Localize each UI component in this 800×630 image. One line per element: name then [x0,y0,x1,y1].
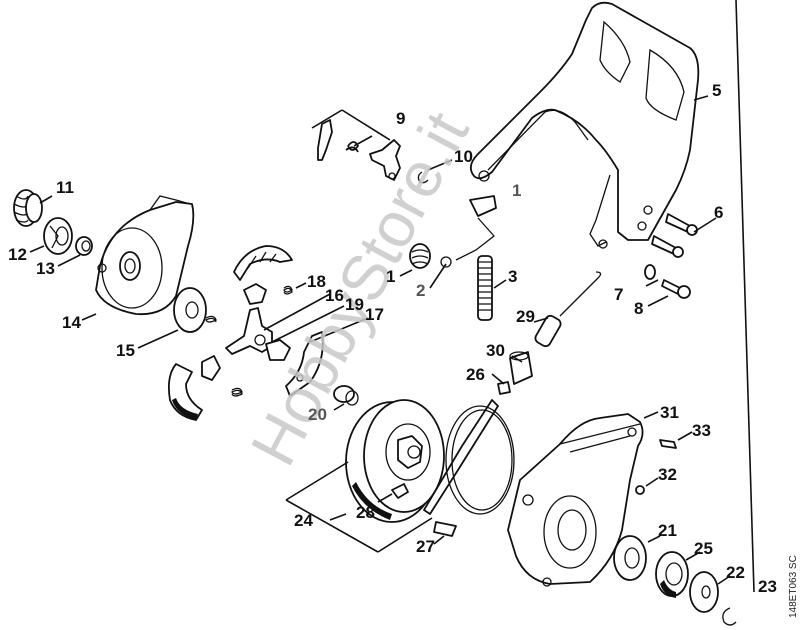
part-17-clutch-shoe-top[interactable] [233,245,293,281]
part-29-tension-spring[interactable] [534,271,602,348]
label-31: 31 [660,403,679,422]
label-17: 17 [365,305,384,324]
label-6: 6 [714,203,723,222]
part-18-clutch-spring-c[interactable] [231,387,243,397]
part-32-screw[interactable] [635,485,645,495]
part-12-washer[interactable] [43,217,73,255]
label-25: 25 [694,539,713,558]
part-15-washer[interactable] [173,287,207,333]
part-11-nut[interactable] [13,189,43,227]
drawing-code: 148ET063 SC [788,555,799,618]
label-24: 24 [294,511,313,530]
part-14-sprocket-cover[interactable] [95,195,195,316]
part-1-torsion-spring[interactable] [409,243,431,269]
label-27: 27 [416,537,435,556]
label-10: 10 [454,147,473,166]
label-11: 11 [56,178,74,197]
label-23: 23 [758,577,777,596]
label-1-left: 1 [386,267,395,286]
label-1-right: 1 [512,181,521,200]
part-19-clutch-slide-a[interactable] [243,283,267,305]
part-2-lever[interactable] [440,195,497,268]
part-33-screw[interactable] [659,439,677,449]
part-25-rim-sprocket[interactable] [655,551,689,598]
part-18-clutch-spring-b[interactable] [205,315,217,323]
part-5-hand-guard[interactable] [469,1,700,249]
label-9: 9 [396,109,405,128]
part-16-clutch-carrier[interactable] [225,307,273,355]
label-19: 19 [345,295,364,314]
part-17-clutch-shoe-left[interactable] [167,363,203,421]
part-24-clutch-drum[interactable] [345,399,445,523]
label-8: 8 [634,299,643,318]
label-5: 5 [712,81,721,100]
label-16: 16 [325,286,344,305]
part-23-e-clip[interactable] [722,607,737,626]
label-28: 28 [356,503,375,522]
label-15: 15 [116,341,135,360]
leader-lines [29,0,755,593]
part-26-sleeve[interactable] [497,381,511,395]
part-3-compression-spring[interactable] [477,255,493,321]
label-20: 20 [308,405,327,424]
label-13: 13 [36,259,55,278]
label-32: 32 [658,465,677,484]
part-17-clutch-shoe-right[interactable] [285,331,324,397]
part-9-lever-set[interactable] [317,119,401,181]
brake-band[interactable] [423,399,515,515]
part-20-needle-cage[interactable] [333,385,359,406]
part-7-washer[interactable] [644,264,656,280]
label-3: 3 [508,267,517,286]
part-21-washer[interactable] [613,535,647,581]
part-18-clutch-spring[interactable] [283,285,293,295]
part-31-brake-housing[interactable] [507,413,644,587]
label-12: 12 [8,245,27,264]
part-27-pin[interactable] [433,521,457,537]
label-33: 33 [692,421,711,440]
label-30: 30 [486,341,505,360]
part-19-clutch-slide-b[interactable] [265,339,291,361]
part-19-clutch-slide-c[interactable] [201,355,221,381]
part-labels: 11 12 13 14 15 18 16 19 17 20 9 10 1 2 1… [8,81,777,596]
label-21: 21 [658,521,677,540]
part-6-screw[interactable] [651,213,698,258]
label-14: 14 [62,313,81,332]
part-8-bolt[interactable] [661,279,691,299]
label-2: 2 [416,281,425,300]
part-13-bushing[interactable] [75,236,93,256]
label-18: 18 [307,272,326,291]
part-10-e-clip[interactable] [417,171,429,184]
label-29: 29 [516,307,535,326]
part-22-washer[interactable] [689,571,719,613]
label-7: 7 [614,285,623,304]
label-26: 26 [466,365,485,384]
label-22: 22 [726,563,745,582]
part-28-clip[interactable] [391,483,409,499]
